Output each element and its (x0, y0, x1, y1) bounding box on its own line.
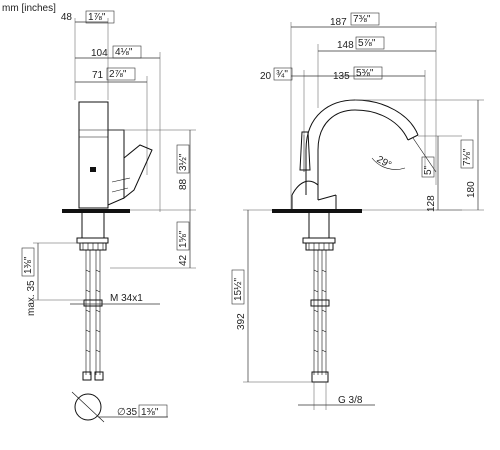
dim-side-spout-reach-mm: 148 (337, 40, 354, 51)
dim-side-total-reach: 187 7⅜" (290, 12, 437, 210)
dim-max-deck-thickness: max. 35 1⅜" (21, 242, 84, 316)
dim-front-body-height: 88 3½" (108, 129, 196, 211)
dim-front-lever-reach-mm: 104 (91, 48, 108, 59)
diameter-icon: ∅ (117, 407, 126, 418)
dim-front-lever-offset: 71 2⅞" (75, 67, 148, 175)
dim-side-total-height-mm: 180 (466, 181, 477, 198)
side-view: 187 7⅜" 148 5⅞" 20 ¾" 135 5⅜" (231, 12, 484, 410)
side-mount-nut (310, 299, 330, 307)
dim-thread-mount: M 34x1 (70, 293, 160, 305)
dim-hole-diameter-mm: 35 (126, 407, 138, 418)
dim-side-spout-inner-in: 5⅜" (356, 68, 374, 79)
dim-side-spout-reach-in: 5⅞" (358, 38, 376, 49)
side-nut-top (302, 237, 336, 244)
front-hoses (85, 250, 101, 375)
front-mount-nut (83, 299, 103, 307)
front-nut-top (76, 237, 109, 244)
dim-front-deck-height: 42 1⅝" (110, 210, 196, 269)
units-label: mm [inches] (2, 3, 56, 14)
dim-side-total-height-in: 7⅛" (462, 148, 473, 166)
mounting-hole-circle (74, 393, 102, 421)
dim-hose-length: 392 15½" (231, 209, 312, 383)
side-deck-plate (272, 209, 362, 213)
side-spout-inner (317, 109, 409, 195)
side-lever (299, 131, 311, 171)
dim-front-top-width-in: 1⅞" (88, 12, 106, 23)
dim-hose-connection-label: G 3/8 (338, 395, 363, 406)
dim-side-outlet-height: 128 5" (362, 135, 462, 212)
dim-side-spout-inner-mm: 135 (333, 71, 350, 82)
dim-front-body-height-in: 3½" (178, 153, 189, 171)
dim-front-lever-reach-in: 4⅛" (115, 47, 133, 58)
dim-hose-connection: G 3/8 (298, 382, 375, 410)
side-spout-outer (305, 99, 419, 195)
dim-front-body-height-mm: 88 (178, 178, 189, 190)
side-hoses (313, 250, 327, 375)
dim-side-outlet-height-in: 5" (423, 165, 434, 175)
dim-front-deck-height-in: 1⅝" (178, 230, 189, 248)
front-lever-base (107, 129, 125, 206)
dim-side-total-reach-in: 7⅜" (353, 14, 371, 25)
front-deck-plate (62, 209, 130, 213)
front-view: 48 1⅞" 104 4⅛" 71 2⅞" (21, 10, 196, 423)
dim-side-lever-width-in: ¾" (276, 69, 288, 80)
dim-max-deck-thickness-in: 1⅜" (23, 256, 34, 274)
dim-front-lever-offset-in: 2⅞" (109, 69, 127, 80)
front-lever-handle (123, 144, 153, 200)
dim-hose-length-in: 15½" (233, 278, 244, 301)
dim-thread-mount-label: M 34x1 (110, 293, 143, 304)
dim-side-spout-inner: 135 5⅜" (304, 66, 426, 168)
side-body-flare (291, 180, 319, 200)
dim-side-outlet-height-mm: 128 (426, 195, 437, 212)
dim-max-deck-thickness-mm: max. 35 (26, 280, 37, 316)
dim-front-deck-height-mm: 42 (178, 254, 189, 266)
dim-side-total-height: 180 7⅛" (355, 99, 484, 211)
dim-front-top-width-mm: 48 (61, 12, 73, 23)
front-body (78, 101, 109, 209)
dim-side-total-reach-mm: 187 (330, 17, 347, 28)
dim-side-lever-width: 20 ¾" (260, 67, 305, 135)
front-led-icon (90, 167, 96, 172)
dim-side-lever-width-mm: 20 (260, 71, 272, 82)
dim-front-lever-offset-mm: 71 (92, 70, 104, 81)
dim-front-top-width: 48 1⅞" (61, 10, 115, 100)
dim-front-lever-reach: 104 4⅛" (75, 45, 161, 212)
mounting-hole: ∅ 35 1⅜" (71, 391, 168, 423)
dim-hose-length-mm: 392 (236, 313, 247, 330)
dim-hole-diameter-in: 1⅜" (141, 407, 159, 418)
dim-spout-angle-label: 29° (375, 154, 394, 171)
